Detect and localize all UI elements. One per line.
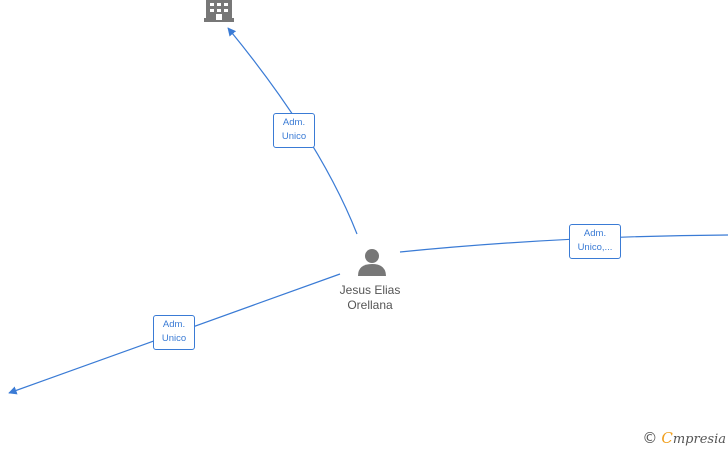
copyright-symbol: © bbox=[642, 429, 658, 447]
edge-label-line: Adm. bbox=[162, 319, 186, 330]
building-icon[interactable] bbox=[204, 0, 234, 22]
edge-label-line: Unico bbox=[281, 131, 307, 142]
edge-label-line: Adm. bbox=[282, 117, 306, 128]
edge-label-bottom-left[interactable]: Adm. Unico bbox=[153, 315, 195, 350]
brand-initial: C bbox=[661, 429, 673, 447]
edge-label-line: Unico,... bbox=[577, 242, 613, 253]
person-icon[interactable] bbox=[358, 249, 386, 276]
person-name[interactable]: Jesus Elias Orellana bbox=[320, 283, 420, 313]
brand-rest: mpresia bbox=[672, 432, 726, 447]
person-name-line1: Jesus Elias bbox=[339, 283, 401, 297]
edge-to-right[interactable] bbox=[399, 234, 728, 253]
brand-logo: Cmpresia bbox=[661, 429, 726, 447]
edge-label-line: Unico bbox=[161, 333, 187, 344]
edge-label-right[interactable]: Adm. Unico,... bbox=[569, 224, 621, 259]
edge-label-company-top[interactable]: Adm. Unico bbox=[273, 113, 315, 148]
person-name-line2: Orellana bbox=[347, 298, 393, 312]
empresia-watermark: © Cmpresia bbox=[642, 429, 726, 447]
edge-label-line: Adm. bbox=[583, 228, 607, 239]
